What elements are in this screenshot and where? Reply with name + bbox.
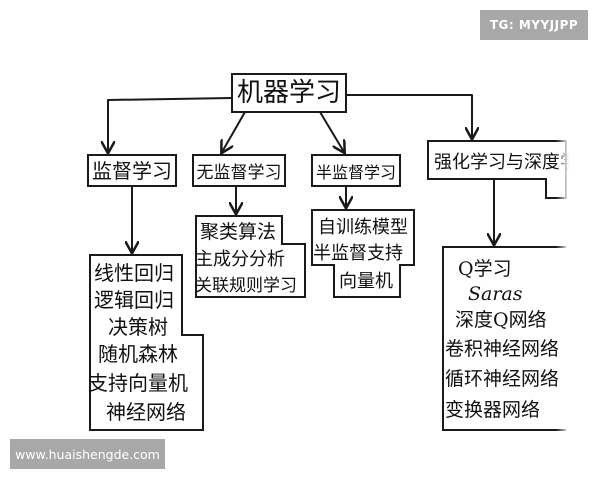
list-item: 半监督支持 bbox=[313, 243, 403, 264]
list-unsupervised: 聚类算法 主成分分析 关联规则学习 bbox=[195, 215, 306, 298]
list-item: 决策树 bbox=[108, 315, 168, 339]
root-node: 机器学习 bbox=[231, 73, 347, 113]
connectors bbox=[108, 94, 494, 252]
branch-label-semi-supervised: 半监督学习 bbox=[316, 163, 396, 182]
list-item: 聚类算法 bbox=[200, 221, 276, 243]
connector-root-to-supervised bbox=[108, 97, 233, 152]
branch-node-semi-supervised: 半监督学习 bbox=[311, 154, 401, 187]
list-item: 自训练模型 bbox=[318, 217, 408, 238]
list-item: 支持向量机 bbox=[88, 371, 188, 395]
list-item: 变换器网络 bbox=[445, 399, 540, 421]
list-item: 深度Q网络 bbox=[455, 309, 547, 331]
list-reinforcement-deep: Q学习 Saras 深度Q网络 卷积神经网络 循环神经网络 变换器网络 bbox=[442, 246, 566, 431]
list-semi-supervised: 自训练模型 半监督支持 向量机 bbox=[311, 209, 415, 298]
branch-label-unsupervised: 无监督学习 bbox=[197, 163, 282, 183]
list-item: 随机森林 bbox=[98, 342, 178, 366]
list-supervised: 线性回归 逻辑回归 决策树 随机森林 支持向量机 神经网络 bbox=[88, 254, 204, 431]
watermark-site: www.huaishengde.com bbox=[10, 439, 165, 469]
root-label: 机器学习 bbox=[237, 78, 341, 108]
connector-root-to-semi-supervised bbox=[319, 111, 344, 152]
list-item: 逻辑回归 bbox=[94, 288, 174, 312]
watermark-tg: TG: MYYJJPP bbox=[480, 10, 588, 40]
branch-node-unsupervised: 无监督学习 bbox=[192, 154, 286, 187]
list-item: 关联规则学习 bbox=[195, 276, 297, 296]
branch-node-supervised: 监督学习 bbox=[87, 154, 177, 187]
list-item: 循环神经网络 bbox=[445, 368, 559, 390]
right-edge-crop bbox=[556, 140, 600, 440]
branch-label-reinforcement-deep: 强化学习与深度学习 bbox=[434, 152, 596, 173]
list-item: 主成分分析 bbox=[195, 249, 285, 270]
list-item: 线性回归 bbox=[94, 261, 174, 285]
list-item: 卷积神经网络 bbox=[445, 338, 559, 360]
list-item: Saras bbox=[468, 283, 523, 305]
list-item: 神经网络 bbox=[106, 400, 186, 424]
list-item: 向量机 bbox=[339, 271, 393, 292]
connector-root-to-unsupervised bbox=[222, 111, 246, 152]
branch-label-supervised: 监督学习 bbox=[92, 159, 172, 183]
list-item: Q学习 bbox=[458, 258, 512, 280]
connector-root-to-reinforcement bbox=[345, 94, 472, 138]
